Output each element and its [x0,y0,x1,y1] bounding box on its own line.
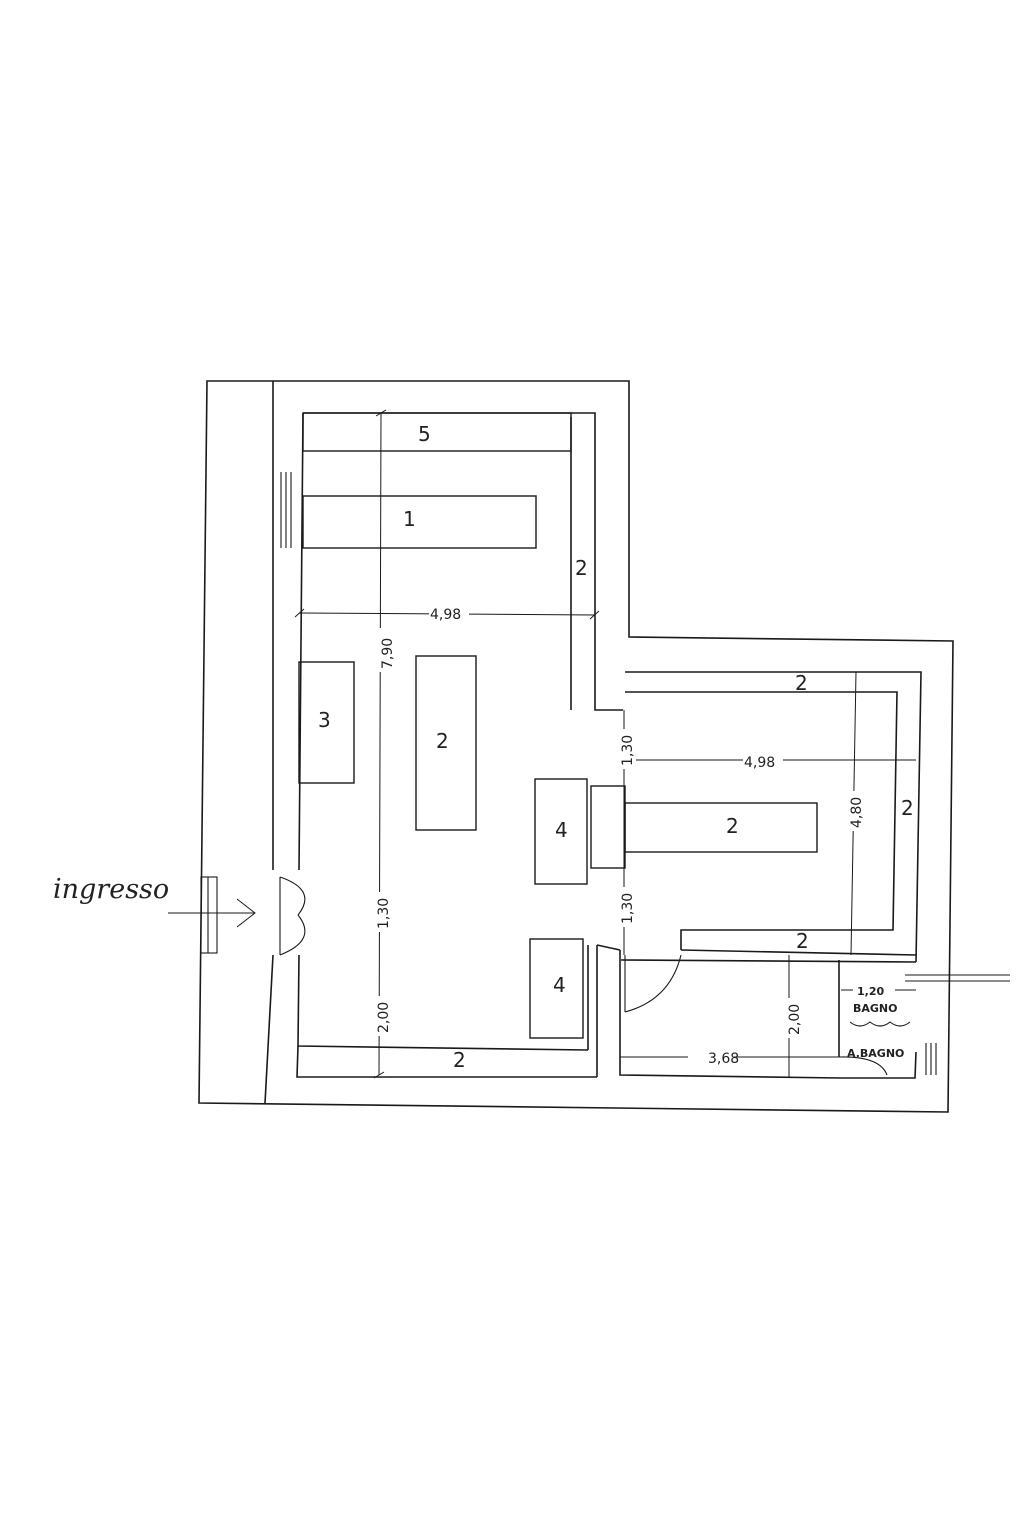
entrance-door [168,876,306,956]
dim-height-right: 4,80 [849,797,865,828]
dim-left-bottom: 2,00 [376,1002,392,1033]
label-center-block: 2 [436,729,449,753]
center-block [415,655,477,831]
top-bench [302,495,537,549]
dim-storage-height: 2,00 [787,1004,803,1035]
dim-height-total: 7,90 [380,638,396,669]
dim-width-right: 4,98 [744,755,775,771]
dim-width-top: 4,98 [430,607,461,623]
label-mid-block: 4 [555,818,568,842]
label-top-right-wall: 2 [575,556,588,580]
outer-walls [198,380,954,1113]
left-block [298,661,355,784]
label-top-bench: 1 [403,507,416,531]
label-bottom-wall: 2 [453,1048,466,1072]
dim-bath-width: 1,20 [857,985,884,998]
dim-door-upper: 1,30 [620,735,636,766]
mid-block [534,778,588,885]
dim-storage-width: 3,68 [708,1051,739,1067]
label-left-block: 3 [318,708,331,732]
entrance-label: ingresso [53,874,169,905]
room-label-antibagno: A.BAGNO [847,1047,904,1060]
mid-block-side [590,785,626,869]
right-bench [624,802,818,853]
room-label-bagno: BAGNO [853,1002,897,1015]
top-counter [302,412,572,452]
dim-door-lower: 1,30 [620,893,636,924]
furniture [298,412,818,1039]
label-right-top-wall: 2 [795,671,808,695]
interior-doors [624,954,911,1076]
label-right-bench: 2 [726,814,739,838]
label-right-lower-wall: 2 [796,929,809,953]
lower-block [529,938,584,1039]
label-right-side-wall: 2 [901,796,914,820]
dim-left-lower: 1,30 [376,898,392,929]
dimension-labels: 4,98 4,98 3,68 1,20 7,90 1,30 2,00 1,30 … [372,604,895,1067]
label-top-counter: 5 [418,422,431,446]
label-lower-block: 4 [553,973,566,997]
